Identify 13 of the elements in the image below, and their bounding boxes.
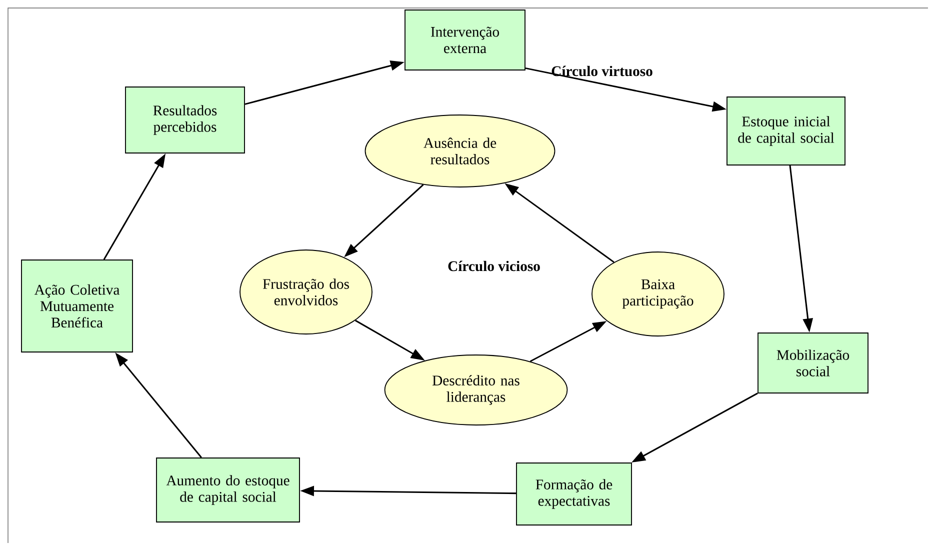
process-box: Ação Coletiva Mutuamente Benéfica <box>21 260 133 352</box>
section-label: Círculo vicioso <box>448 260 540 272</box>
process-box: Aumento do estoque de capital social <box>156 458 300 522</box>
ellipse-node: Baixa participação <box>592 252 724 336</box>
process-box: Intervenção externa <box>404 10 526 70</box>
section-label: Círculo virtuoso <box>552 66 652 76</box>
process-box: Formação de expectativas <box>516 462 632 526</box>
ellipse-node: Ausência de resultados <box>364 114 556 188</box>
ellipse-node: Frustração dos envolvidos <box>240 250 372 334</box>
ellipse-node: Descrédito nas lideranças <box>384 354 568 426</box>
process-box: Resultados percebidos <box>125 86 245 154</box>
process-box: Mobilização social <box>758 332 868 394</box>
process-box: Estoque inicial de capital social <box>726 96 846 166</box>
